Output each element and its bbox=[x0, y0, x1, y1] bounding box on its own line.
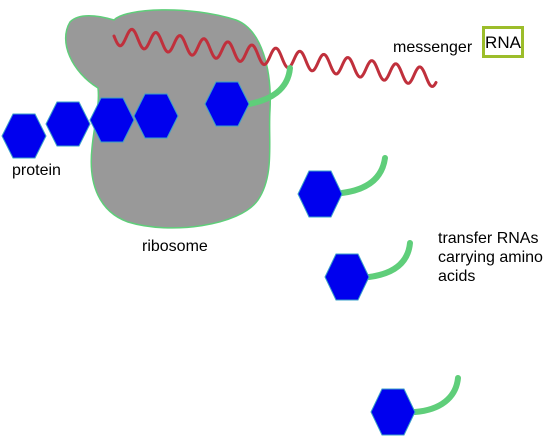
trna-free bbox=[297, 155, 388, 218]
trna-arm bbox=[366, 240, 413, 280]
rna-label: RNA bbox=[485, 32, 521, 52]
amino-acid-hexagon bbox=[297, 170, 343, 218]
mrna-strand bbox=[112, 27, 438, 89]
protein-chain bbox=[1, 93, 179, 159]
trna-arm bbox=[246, 65, 293, 107]
trna-label-line: carrying amino bbox=[438, 249, 543, 266]
protein-label: protein bbox=[12, 162, 61, 179]
amino-acid-hexagon bbox=[133, 93, 179, 139]
trna-arm bbox=[339, 155, 388, 196]
trna-bound bbox=[204, 65, 293, 127]
rna-highlight-box: RNA bbox=[482, 26, 524, 58]
amino-acid-hexagon bbox=[45, 101, 91, 147]
amino-acid-hexagon bbox=[324, 253, 370, 301]
trna-label: transfer RNAs carrying amino acids bbox=[438, 229, 558, 286]
trna-label-line: transfer RNAs bbox=[438, 230, 539, 247]
messenger-label: messenger bbox=[393, 39, 473, 56]
trna-arm bbox=[412, 375, 461, 415]
amino-acid-hexagon bbox=[89, 97, 135, 143]
amino-acid-hexagon bbox=[370, 388, 416, 436]
amino-acid-hexagon bbox=[1, 113, 47, 159]
trna-label-line: acids bbox=[438, 268, 476, 285]
ribosome-label: ribosome bbox=[142, 238, 208, 255]
trna-free bbox=[370, 375, 461, 436]
amino-acid-hexagon bbox=[204, 81, 250, 127]
trna-free bbox=[324, 240, 413, 301]
